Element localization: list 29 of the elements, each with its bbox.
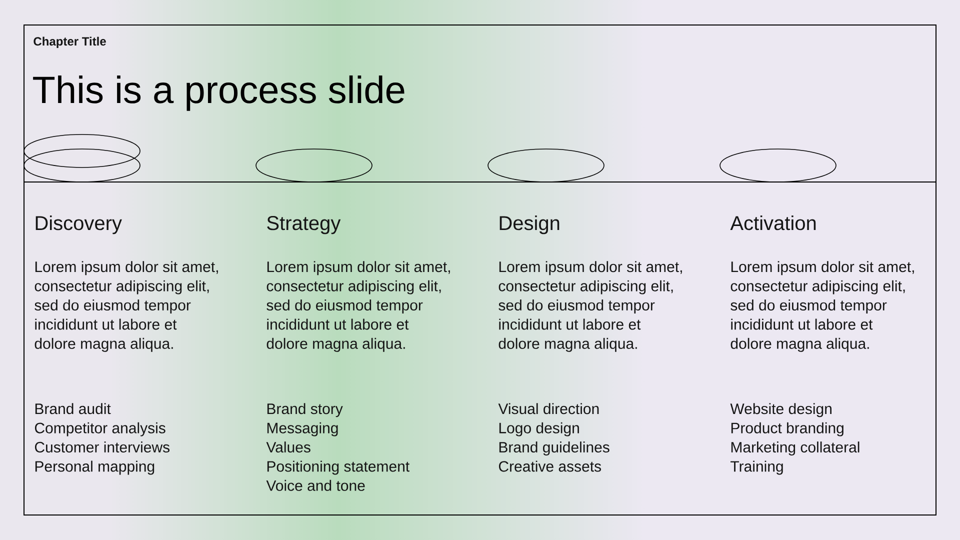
list-item: Logo design xyxy=(499,422,579,436)
paragraph: Lorem ipsum dolor sit amet, consectetur adipiscing elit, sed do eiusmod tempor incididunt ut labore et dolore magna aliqua. xyxy=(498,261,682,352)
list-item: Personal mapping xyxy=(35,460,154,475)
ellipse xyxy=(24,148,140,182)
title: This is a process slide xyxy=(33,75,404,111)
paragraph: Lorem ipsum dolor sit amet, consectetur adipiscing elit, sed do eiusmod tempor incididunt ut labore et dolore magna aliqua. xyxy=(266,261,450,352)
list-item: Messaging xyxy=(267,422,338,436)
list-item: Creative assets xyxy=(498,460,601,472)
list-item: Brand story xyxy=(267,403,343,418)
list-item: Training xyxy=(730,460,783,475)
list-item: Website design xyxy=(730,403,832,418)
chapter-label: Chapter Title xyxy=(34,36,106,48)
list-item: Marketing collateral xyxy=(731,442,860,456)
list-item: Positioning statement xyxy=(267,460,410,475)
list-item: Competitor analysis xyxy=(34,422,166,436)
list-item: Values xyxy=(266,442,310,453)
list-item: Customer interviews xyxy=(34,442,170,453)
paragraph: Lorem ipsum dolor sit amet, consectetur adipiscing elit, sed do eiusmod tempor incididunt ut labore et dolore magna aliqua. xyxy=(34,261,218,352)
list-item: Visual direction xyxy=(498,403,599,414)
list-item: Brand guidelines xyxy=(499,442,610,456)
list-item: Brand audit xyxy=(35,403,111,414)
ellipse xyxy=(488,148,604,182)
ellipse xyxy=(720,148,836,182)
list-item: Product branding xyxy=(731,422,844,436)
paragraph: Lorem ipsum dolor sit amet, consectetur adipiscing elit, sed do eiusmod tempor incididunt ut labore et dolore magna aliqua. xyxy=(730,261,914,352)
list-item: Voice and tone xyxy=(266,480,365,491)
ellipse xyxy=(24,134,140,168)
column-heading: Discovery xyxy=(36,216,122,234)
ellipse xyxy=(256,148,372,182)
